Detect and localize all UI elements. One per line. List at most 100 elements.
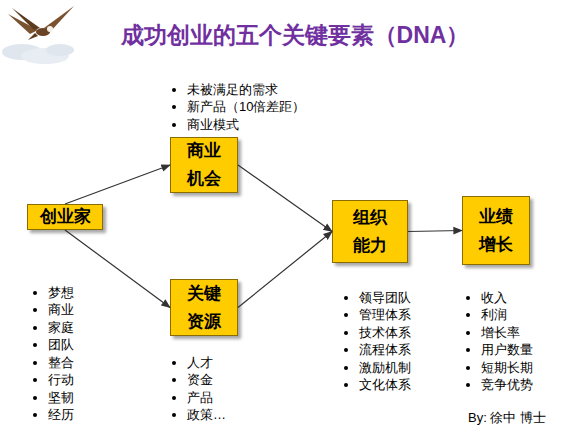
bullet-dot [466, 366, 470, 370]
eagle-wing [44, 6, 74, 32]
bullet-item: 家庭 [33, 319, 74, 337]
bullet-text: 未被满足的需求 [187, 81, 278, 99]
bullet-dot [344, 331, 348, 335]
bullet-dot [344, 313, 348, 317]
bullet-text: 行动 [48, 371, 74, 389]
box-heading: 商业 机会 [184, 137, 224, 193]
box-fill: 业绩 增长 [462, 196, 530, 265]
eagle-tail [28, 33, 38, 40]
bullet-text: 竞争优势 [481, 376, 533, 394]
bullet-dot [172, 88, 176, 92]
bullet-dot [172, 413, 176, 417]
bullet-dot [33, 378, 37, 382]
bullet-item: 人才 [172, 354, 226, 372]
bullet-dot [172, 105, 176, 109]
bullet-dot [466, 313, 470, 317]
bullet-item: 文化体系 [344, 377, 411, 395]
bullet-text: 短期长期 [481, 359, 533, 377]
bullet-item: 领导团队 [344, 289, 411, 307]
bullet-item: 利润 [466, 307, 533, 325]
bullet-text: 技术体系 [359, 324, 411, 342]
bullet-item: 短期长期 [466, 359, 533, 377]
box-heading: 业绩 增长 [476, 203, 516, 259]
bullet-item: 用户数量 [466, 342, 533, 360]
process-box: 业绩 增长收入利润增长率用户数量短期长期竞争优势 [462, 196, 530, 265]
bullet-dot [172, 378, 176, 382]
bullet-text: 商业模式 [187, 116, 239, 134]
bullet-item: 团队 [33, 337, 74, 355]
bullet-text: 收入 [481, 289, 507, 307]
bullet-text: 新产品（10倍差距） [187, 98, 305, 116]
bullet-item: 未被满足的需求 [172, 81, 305, 99]
bullet-item: 增长率 [466, 324, 533, 342]
bullet-item: 竞争优势 [466, 377, 533, 395]
bullet-text: 商业 [48, 301, 74, 319]
box-heading: 组织 能力 [350, 204, 390, 260]
cloud [46, 44, 74, 56]
author-credit: By: 徐中 博士 [468, 409, 546, 427]
bullet-text: 人才 [187, 354, 213, 372]
box-heading: 关键 资源 [184, 280, 224, 336]
bullet-dot [344, 296, 348, 300]
bullet-item: 新产品（10倍差距） [172, 99, 305, 117]
bullet-dot [33, 343, 37, 347]
bullet-text: 文化体系 [359, 376, 411, 394]
bullet-dot [33, 308, 37, 312]
flow-arrow [238, 232, 332, 308]
box-fill: 关键 资源 [170, 279, 238, 336]
bullet-dot [33, 291, 37, 295]
box-fill: 组织 能力 [332, 200, 408, 263]
bullet-list: 梦想商业家庭团队整合行动坚韧经历 [33, 284, 74, 424]
eagle-head [47, 26, 53, 32]
bullet-text: 激励机制 [359, 359, 411, 377]
bullet-dot [344, 348, 348, 352]
bullet-item: 激励机制 [344, 359, 411, 377]
bullet-text: 整合 [48, 354, 74, 372]
bullet-text: 团队 [48, 336, 74, 354]
box-heading: 创业家 [30, 203, 100, 231]
bullet-text: 梦想 [48, 284, 74, 302]
bullet-text: 增长率 [481, 324, 520, 342]
bullet-text: 政策… [187, 406, 226, 424]
bullet-text: 经历 [48, 406, 74, 424]
bullet-item: 政策… [172, 407, 226, 425]
process-box: 关键 资源人才资金产品政策… [170, 279, 238, 336]
flow-arrow [65, 165, 170, 204]
process-box: 创业家梦想商业家庭团队整合行动坚韧经历 [27, 204, 103, 230]
bullet-dot [466, 331, 470, 335]
bullet-text: 流程体系 [359, 341, 411, 359]
bullet-dot [466, 296, 470, 300]
bullet-item: 梦想 [33, 284, 74, 302]
process-box: 组织 能力领导团队管理体系技术体系流程体系激励机制文化体系 [332, 200, 408, 263]
bullet-list: 人才资金产品政策… [172, 354, 226, 424]
bullet-dot [172, 361, 176, 365]
bullet-item: 收入 [466, 289, 533, 307]
box-fill: 商业 机会 [170, 137, 238, 193]
bullet-item: 经历 [33, 407, 74, 425]
bullet-dot [344, 366, 348, 370]
bullet-dot [466, 383, 470, 387]
eagle-wing [12, 8, 40, 30]
bullet-item: 整合 [33, 354, 74, 372]
bullet-dot [33, 396, 37, 400]
bullet-dot [33, 413, 37, 417]
bullet-item: 管理体系 [344, 307, 411, 325]
bullet-text: 管理体系 [359, 306, 411, 324]
bullet-text: 领导团队 [359, 289, 411, 307]
bullet-dot [344, 383, 348, 387]
box-fill: 创业家 [27, 204, 103, 230]
bullet-list: 收入利润增长率用户数量短期长期竞争优势 [466, 289, 533, 394]
bullet-dot [172, 396, 176, 400]
bullet-item: 商业 [33, 302, 74, 320]
flow-arrow [65, 230, 170, 308]
bullet-text: 家庭 [48, 319, 74, 337]
eagle-logo [0, 0, 80, 70]
bullet-text: 资金 [187, 371, 213, 389]
flow-arrow [408, 231, 462, 232]
bullet-dot [33, 326, 37, 330]
bullet-item: 商业模式 [172, 116, 305, 134]
diagram-title: 成功创业的五个关键要素（DNA） [60, 20, 530, 51]
flow-arrow [238, 165, 332, 232]
